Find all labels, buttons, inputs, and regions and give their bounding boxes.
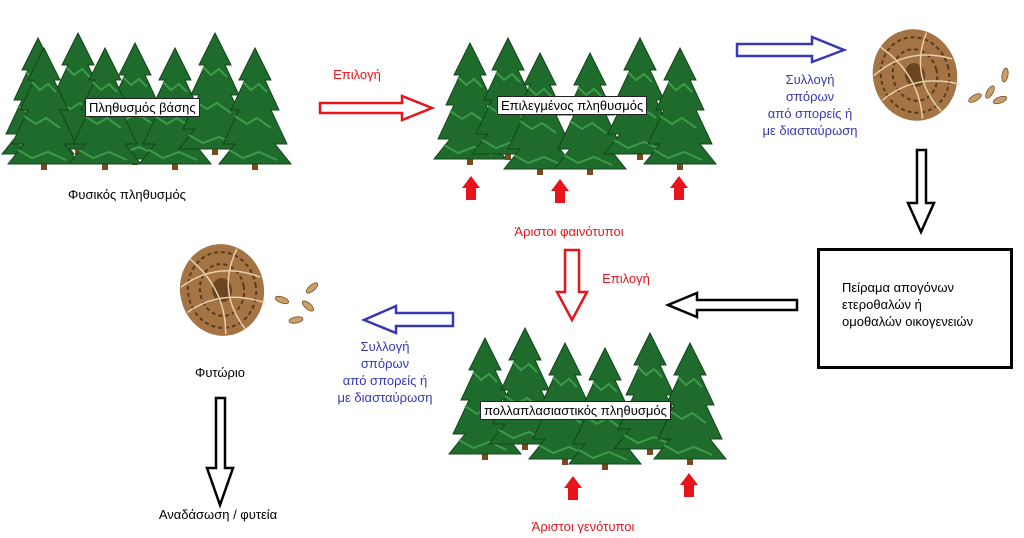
selection-arrow — [318, 94, 436, 122]
nursery-label: Φυτώριο — [194, 365, 246, 380]
seeds-icon — [273, 280, 320, 325]
best-genotypes-label: Άριστοι γενότυποι — [531, 519, 635, 534]
flow-arrow — [205, 396, 235, 509]
selection-label: Επιλογή — [602, 271, 650, 286]
best-genotype-markers — [564, 473, 698, 500]
multiplication-population-forest — [448, 327, 727, 471]
seeds-icon — [967, 67, 1010, 106]
seed-collection-label: Συλλογή σπόρων από σπορείς ή με διασταύρ… — [337, 339, 433, 405]
flow-arrow — [906, 148, 936, 236]
selection-label: Επιλογή — [333, 67, 381, 82]
base-population-label: Πληθυσμός βάσης — [85, 98, 200, 117]
natural-population-label: Φυσικός πληθυσμός — [68, 187, 186, 202]
seed-collection-label: Συλλογή σπόρων από σπορείς ή με διασταύρ… — [762, 72, 858, 138]
multiplication-population-label: πολλαπλασιαστικός πληθυσμός — [480, 401, 671, 420]
progeny-trial-label: Πείραμα απογόνων ετεροθαλών ή ομοθαλών ο… — [842, 280, 974, 329]
best-phenotype-markers — [462, 176, 688, 203]
flow-arrow — [664, 291, 799, 319]
seed-collection-arrow — [735, 35, 848, 64]
pine-cone-icon — [171, 236, 273, 344]
seed-collection-arrow — [360, 304, 455, 335]
best-phenotypes-label: Άριστοι φαινότυποι — [514, 224, 624, 239]
pine-cone-icon — [861, 18, 969, 132]
progeny-trial-box: Πείραμα απογόνων ετεροθαλών ή ομοθαλών ο… — [817, 248, 1013, 369]
selected-population-label: Επιλεγμένος πληθυσμός — [497, 96, 648, 115]
selection-arrow — [554, 248, 590, 323]
reforestation-label: Αναδάσωση / φυτεία — [158, 507, 278, 522]
